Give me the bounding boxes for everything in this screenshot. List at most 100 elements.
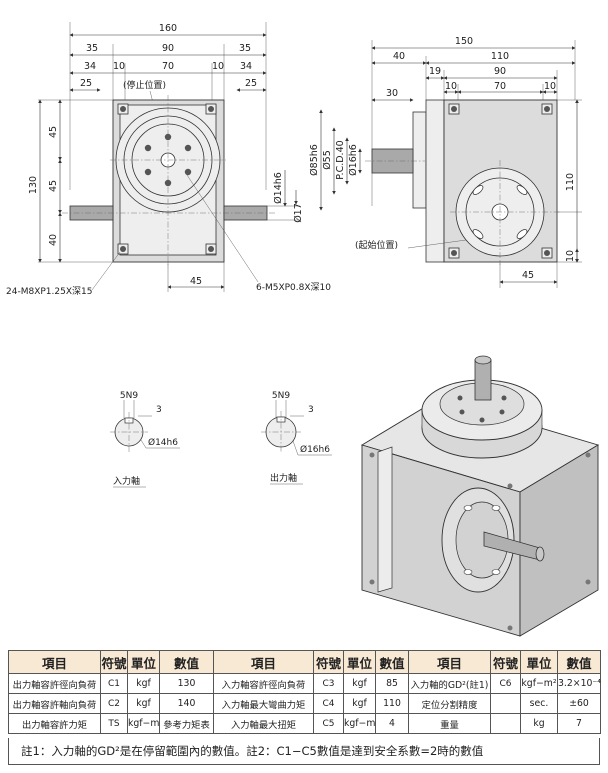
table-cell: sec. <box>520 693 558 714</box>
header-unit-3: 單位 <box>520 650 558 674</box>
front-dim-34-right: 34 <box>240 61 252 72</box>
header-value-1: 數值 <box>159 650 214 674</box>
table-row: 出力軸容許力矩 TS kgf−m 參考力矩表 入力軸最大扭矩 C5 kgf−m … <box>8 713 601 734</box>
spec-table: 項目 符號 單位 數值 項目 符號 單位 數值 項目 符號 單位 數值 出力軸容… <box>8 650 601 734</box>
side-dim-10-bottom: 10 <box>565 250 576 262</box>
header-item-1: 項目 <box>8 650 101 674</box>
side-dim-19: 19 <box>429 66 441 77</box>
input-shaft-detail: 5N9 3 Ø14h6 入力軸 <box>110 391 180 488</box>
isometric-view <box>360 355 600 637</box>
table-cell: C5 <box>313 713 344 734</box>
table-cell: kg <box>520 713 558 734</box>
table-cell: ±60 <box>557 693 601 714</box>
stop-position-label: (停止位置) <box>123 79 166 91</box>
front-view: 160 35 90 35 34 10 70 10 34 25 25 (停止位置) <box>6 22 331 297</box>
table-cell: kgf−m <box>343 713 376 734</box>
table-cell: 出力軸容許力矩 <box>8 713 101 734</box>
header-symbol-2: 符號 <box>313 650 344 674</box>
output-depth-label: 3 <box>308 405 314 415</box>
table-cell: 出力軸容許軸向負荷 <box>8 693 101 714</box>
header-item-3: 項目 <box>408 650 491 674</box>
table-footnote: 註1：入力軸的GD²是在停留範圍內的數值。註2：C1−C5數值是達到安全系數=2… <box>8 738 600 765</box>
table-cell: kgf <box>343 693 376 714</box>
technical-drawing: 160 35 90 35 34 10 70 10 34 25 25 (停止位置) <box>6 22 600 637</box>
table-cell: kgf−m² <box>520 673 558 694</box>
thread-right-label: 6-M5XP0.8X深10 <box>256 282 331 293</box>
input-shaft-label: 入力軸 <box>113 475 140 487</box>
table-cell: C6 <box>490 673 521 694</box>
side-dim-10-left: 10 <box>445 81 457 92</box>
table-cell: TS <box>100 713 128 734</box>
table-cell: C1 <box>100 673 128 694</box>
side-dim-d55: Ø55 <box>322 150 333 170</box>
output-shaft-detail: 5N9 3 Ø16h6 出力軸 <box>261 391 332 485</box>
start-position-label: (起始位置) <box>355 239 398 251</box>
table-cell: 85 <box>375 673 409 694</box>
output-key-label: 5N9 <box>272 391 290 401</box>
side-dim-150: 150 <box>455 36 473 47</box>
table-cell: 4 <box>375 713 409 734</box>
front-dim-40: 40 <box>48 234 59 246</box>
side-view: 150 40 110 19 90 30 10 70 10 <box>309 36 582 288</box>
table-row: 出力軸容許徑向負荷 C1 kgf 130 入力軸容許徑向負荷 C3 kgf 85… <box>8 673 601 694</box>
table-cell: 7 <box>557 713 601 734</box>
table-cell: 入力軸最大彎曲力矩 <box>213 693 314 714</box>
input-depth-label: 3 <box>156 405 162 415</box>
table-cell: 130 <box>159 673 214 694</box>
input-diameter-label: Ø14h6 <box>148 437 178 448</box>
front-dim-90: 90 <box>162 43 174 54</box>
table-cell <box>490 693 521 714</box>
front-dim-160: 160 <box>159 23 177 34</box>
table-cell: C3 <box>313 673 344 694</box>
front-dim-45-bottom: 45 <box>190 276 202 287</box>
front-dim-45-mid: 45 <box>48 180 59 192</box>
table-cell: kgf <box>343 673 376 694</box>
output-shaft-label: 出力軸 <box>270 472 297 484</box>
header-value-2: 數值 <box>375 650 409 674</box>
table-cell: kgf <box>127 673 160 694</box>
table-cell: kgf <box>127 693 160 714</box>
front-dim-d14h6: Ø14h6 <box>273 172 284 204</box>
header-symbol-1: 符號 <box>100 650 128 674</box>
header-unit-1: 單位 <box>127 650 160 674</box>
table-cell: 110 <box>375 693 409 714</box>
thread-left-label: 24-M8XP1.25X深15 <box>6 286 92 297</box>
table-cell: 3.2×10⁻⁴ <box>557 673 601 694</box>
front-dim-10-right: 10 <box>212 61 224 72</box>
table-row: 出力軸容許軸向負荷 C2 kgf 140 入力軸最大彎曲力矩 C4 kgf 11… <box>8 693 601 714</box>
table-cell: 重量 <box>408 713 491 734</box>
front-dim-d17: Ø17 <box>293 203 304 223</box>
front-dim-45-top: 45 <box>48 126 59 138</box>
output-diameter-label: Ø16h6 <box>300 444 330 455</box>
table-cell: 140 <box>159 693 214 714</box>
table-cell: 入力軸容許徑向負荷 <box>213 673 314 694</box>
table-cell: 參考力矩表 <box>159 713 214 734</box>
table-cell: kgf−m <box>127 713 160 734</box>
input-key-label: 5N9 <box>120 391 138 401</box>
front-dim-130: 130 <box>28 176 39 194</box>
table-cell: 定位分割精度 <box>408 693 491 714</box>
table-cell: C4 <box>313 693 344 714</box>
side-dim-110: 110 <box>491 51 509 62</box>
front-dim-34-left: 34 <box>84 61 96 72</box>
table-cell: 入力軸最大扭矩 <box>213 713 314 734</box>
side-dim-90: 90 <box>494 66 506 77</box>
front-dim-35-left: 35 <box>86 43 98 54</box>
side-dim-70: 70 <box>494 81 506 92</box>
side-dim-110-right: 110 <box>565 173 576 191</box>
side-dim-d16h6: Ø16h6 <box>348 144 359 176</box>
table-header-row: 項目 符號 單位 數值 項目 符號 單位 數值 項目 符號 單位 數值 <box>8 650 601 674</box>
side-dim-40: 40 <box>393 51 405 62</box>
front-dim-25-right: 25 <box>245 78 257 89</box>
side-dim-10-right: 10 <box>544 81 556 92</box>
front-dim-35-right: 35 <box>239 43 251 54</box>
side-dim-45-bottom: 45 <box>522 270 534 281</box>
header-item-2: 項目 <box>213 650 314 674</box>
front-dim-70: 70 <box>162 61 174 72</box>
side-dim-d85h6: Ø85h6 <box>309 144 320 176</box>
table-cell: 入力軸的GD²(註1) <box>408 673 491 694</box>
front-dim-10-left: 10 <box>113 61 125 72</box>
side-dim-30: 30 <box>386 88 398 99</box>
front-dim-25-left: 25 <box>80 78 92 89</box>
header-unit-2: 單位 <box>343 650 376 674</box>
